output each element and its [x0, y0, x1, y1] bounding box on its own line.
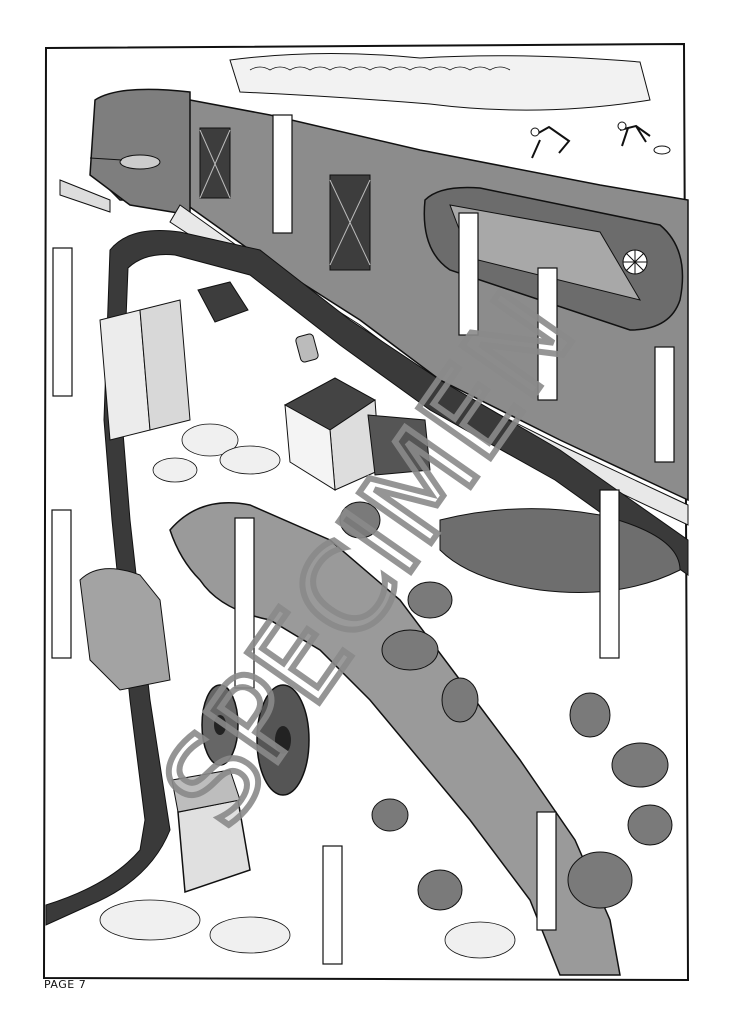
trees [339, 501, 681, 911]
label-box [322, 845, 343, 965]
river-branch [79, 568, 171, 691]
label-box [536, 811, 557, 931]
label-box [537, 267, 558, 401]
label-box [654, 346, 675, 463]
top-field [229, 52, 651, 111]
label-box [272, 114, 293, 234]
label-box [599, 489, 620, 659]
waterwheel-icon [201, 684, 310, 796]
running-person-icon [617, 121, 651, 147]
label-box [51, 509, 72, 659]
label-box [234, 517, 255, 689]
label-box [458, 212, 479, 336]
tugboat-icon [423, 186, 684, 331]
house-icon [283, 377, 431, 491]
car-icon [295, 333, 319, 363]
boat-icon [89, 154, 161, 170]
lock-gate-icon [199, 127, 371, 271]
label-box [52, 247, 73, 397]
mill-building-icon [171, 769, 251, 894]
page-number-label: PAGE 7 [44, 978, 87, 991]
house-row [99, 281, 249, 441]
walking-person-icon [530, 125, 571, 159]
bridge-icon [59, 179, 111, 213]
canal-basin [89, 88, 191, 216]
dog-icon [653, 145, 671, 155]
river-water [169, 502, 621, 976]
bushes [99, 423, 516, 959]
label-boxes [51, 114, 675, 965]
